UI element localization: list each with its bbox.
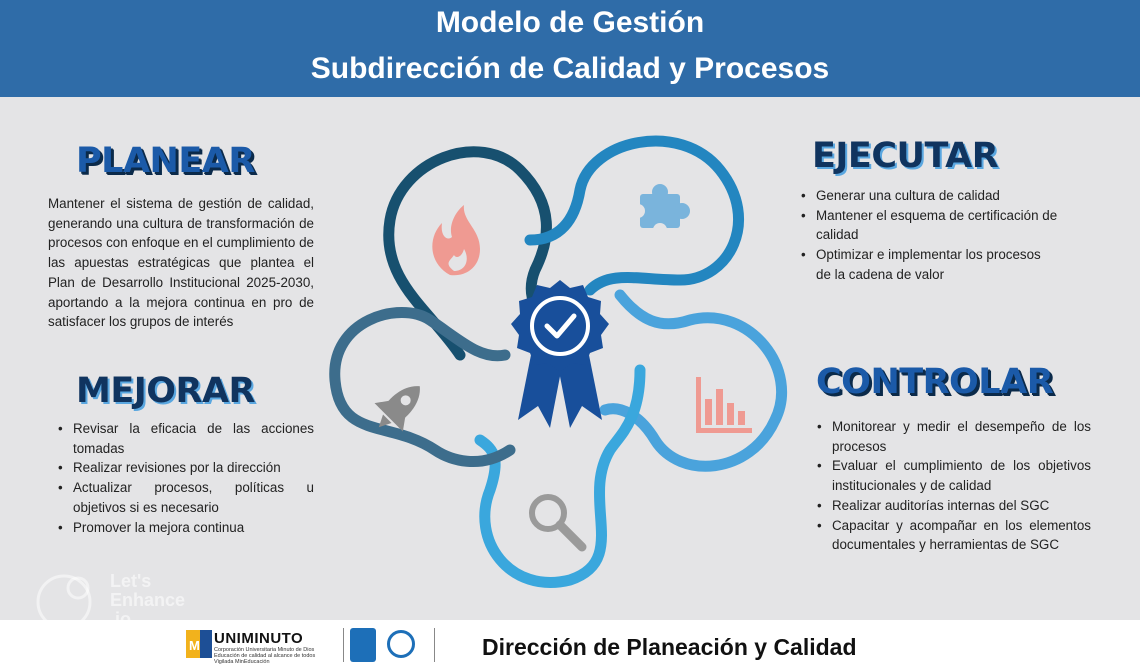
fire-icon bbox=[432, 205, 480, 276]
brand-name: UNIMINUTO bbox=[214, 630, 304, 647]
petal-planear bbox=[383, 146, 571, 361]
list-item: Evaluar el cumplimiento de los objetivos… bbox=[817, 456, 1091, 495]
svg-text:M: M bbox=[189, 638, 200, 653]
list-item: Revisar la eficacia de las acciones toma… bbox=[58, 419, 314, 458]
header-banner: Modelo de Gestión Subdirección de Calida… bbox=[0, 0, 1140, 97]
accreditation-seal-icon bbox=[387, 630, 415, 658]
petal-ejecutar bbox=[524, 135, 744, 296]
magnifier-icon bbox=[529, 494, 587, 552]
planear-heading: PLANEAR bbox=[76, 141, 255, 181]
list-item: Mantener el esquema de certificación de … bbox=[801, 206, 1058, 245]
page-title: Modelo de Gestión bbox=[435, 6, 705, 39]
divider bbox=[434, 628, 435, 662]
list-item: Realizar revisiones por la dirección bbox=[58, 458, 314, 478]
controlar-heading: CONTROLAR bbox=[816, 362, 1054, 402]
uniminuto-logo-icon: M bbox=[186, 630, 212, 658]
controlar-list: Monitorear y medir el desempeño de los p… bbox=[814, 417, 1091, 555]
brand-sub-line: Corporación Universitaria Minuto de Dios bbox=[214, 647, 315, 653]
watermark-line: Let's bbox=[110, 571, 152, 591]
list-item: Realizar auditorías internas del SGC bbox=[817, 496, 1091, 516]
footer: M UNIMINUTO Corporación Universitaria Mi… bbox=[0, 620, 1140, 670]
brand-subtitle: Corporación Universitaria Minuto de Dios… bbox=[214, 647, 344, 665]
brand-sub-line: Educación de calidad al alcance de todos bbox=[214, 653, 316, 659]
list-item: Promover la mejora continua bbox=[58, 518, 314, 538]
list-item: Generar una cultura de calidad bbox=[801, 186, 1058, 206]
mejorar-list: Revisar la eficacia de las acciones toma… bbox=[55, 419, 314, 537]
list-item: Monitorear y medir el desempeño de los p… bbox=[817, 417, 1091, 456]
footer-title: Dirección de Planeación y Calidad bbox=[482, 634, 857, 660]
list-item: Capacitar y acompañar en los elementos d… bbox=[817, 516, 1091, 555]
bar-chart-icon bbox=[696, 377, 752, 433]
list-item: Optimizar e implementar los procesos de … bbox=[801, 245, 1058, 284]
list-item: Actualizar procesos, políticas u objetiv… bbox=[58, 478, 314, 517]
watermark-text: Let's Enhance .io bbox=[110, 572, 185, 629]
process-cycle-diagram bbox=[329, 135, 788, 588]
planear-text: Mantener el sistema de gestión de calida… bbox=[48, 196, 314, 330]
petal-mejorar bbox=[329, 307, 516, 468]
petal-bottom bbox=[474, 364, 646, 588]
divider bbox=[343, 628, 344, 662]
puzzle-icon bbox=[631, 184, 690, 237]
award-ribbon-icon bbox=[511, 280, 609, 428]
rocket-icon bbox=[374, 386, 420, 432]
ejecutar-heading: EJECUTAR bbox=[812, 136, 999, 176]
mejorar-heading: MEJORAR bbox=[76, 371, 256, 411]
brand-sub-line: Vigilada MinEducación bbox=[214, 659, 270, 665]
petal-controlar bbox=[599, 289, 788, 472]
certification-badge-icon bbox=[350, 628, 376, 662]
watermark-line: Enhance bbox=[110, 590, 186, 610]
page-subtitle: Subdirección de Calidad y Procesos bbox=[310, 52, 830, 85]
ejecutar-list: Generar una cultura de calidad Mantener … bbox=[798, 186, 1058, 285]
